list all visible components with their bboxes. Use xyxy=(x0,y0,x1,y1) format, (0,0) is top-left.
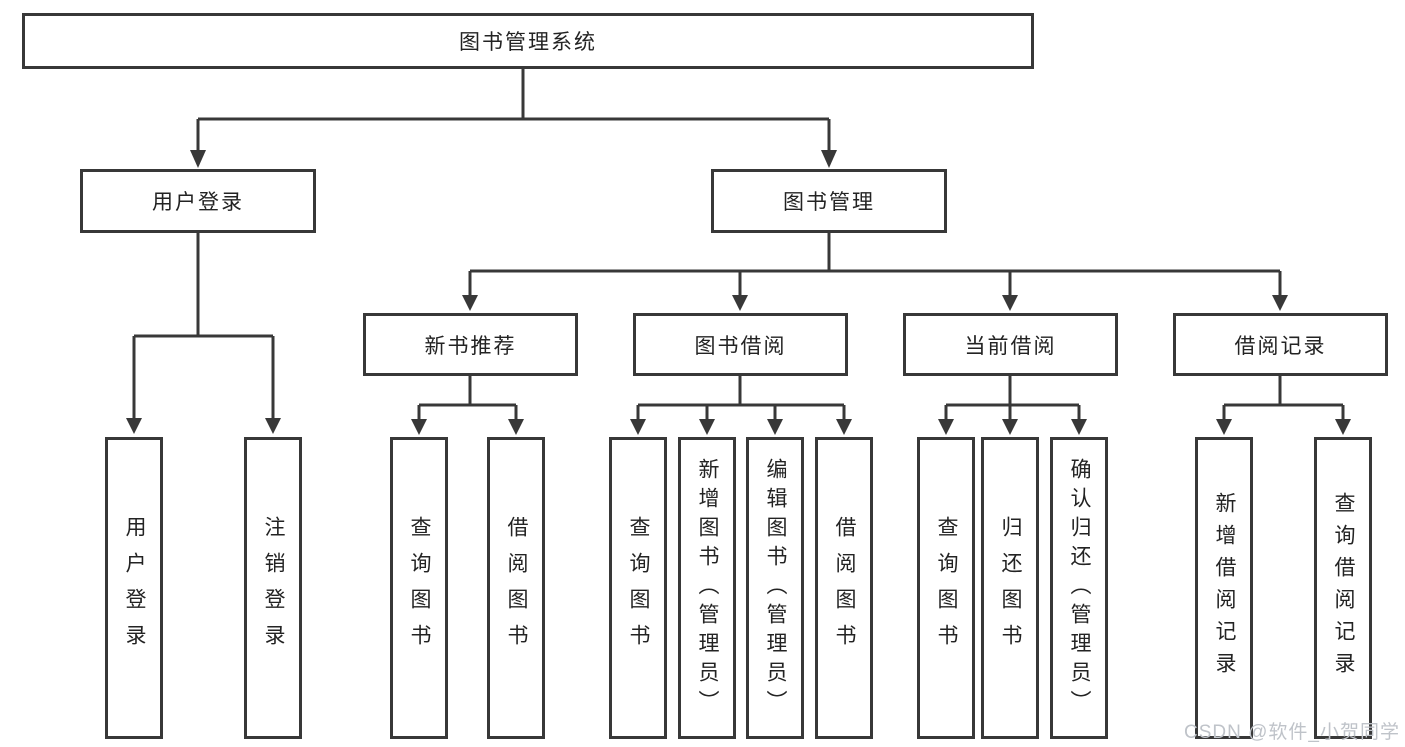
connector-book-management-to-level2 xyxy=(468,233,1282,297)
arrowhead xyxy=(630,419,646,435)
arrowhead xyxy=(1216,419,1232,435)
connector-current-borrow-group xyxy=(944,376,1081,421)
arrowhead xyxy=(1272,295,1288,311)
node-label: 借阅图书 xyxy=(833,516,856,660)
node-user-login-action: 用户登录 xyxy=(105,437,163,739)
connector-root-to-level1 xyxy=(196,69,831,153)
node-label: 归还图书 xyxy=(999,516,1022,660)
arrowhead xyxy=(1002,295,1018,311)
arrowhead xyxy=(508,419,524,435)
connector-borrow-records-group xyxy=(1222,376,1345,421)
arrowhead xyxy=(1071,419,1087,435)
arrowhead xyxy=(411,419,427,435)
node-label: 图书借阅 xyxy=(694,334,787,358)
node-query-borrow-record: 查询借阅记录 xyxy=(1314,437,1372,739)
connector-book-borrow-group xyxy=(636,376,846,421)
node-label: 查询图书 xyxy=(408,516,431,660)
node-label: 查询图书 xyxy=(935,516,958,660)
node-confirm-return-admin: 确认归还（管理员） xyxy=(1050,437,1108,739)
arrowhead xyxy=(1002,419,1018,435)
node-label: 编辑图书（管理员） xyxy=(764,457,787,719)
arrowhead xyxy=(821,150,837,168)
node-label: 用户登录 xyxy=(123,516,146,660)
node-label: 查询借阅记录 xyxy=(1332,492,1355,684)
node-label: 确认归还（管理员） xyxy=(1068,457,1091,719)
connector-user-login-group xyxy=(132,233,275,420)
node-current-borrow: 当前借阅 xyxy=(903,313,1118,376)
node-query-books-recommend: 查询图书 xyxy=(390,437,448,739)
node-label: 新书推荐 xyxy=(424,334,517,358)
arrowhead xyxy=(836,419,852,435)
node-borrow-books-recommend: 借阅图书 xyxy=(487,437,545,739)
node-label: 新增图书（管理员） xyxy=(696,457,719,719)
node-new-book-recommend: 新书推荐 xyxy=(363,313,578,376)
node-label: 注销登录 xyxy=(262,516,285,660)
node-label: 图书管理 xyxy=(783,191,875,214)
connector-new-book-recommend-group xyxy=(417,376,518,421)
arrowheads xyxy=(126,150,1351,435)
arrowhead xyxy=(699,419,715,435)
node-borrow-books-action: 借阅图书 xyxy=(815,437,873,739)
node-book-borrow: 图书借阅 xyxy=(633,313,848,376)
node-label: 当前借阅 xyxy=(964,334,1057,358)
arrowhead xyxy=(767,419,783,435)
arrowhead xyxy=(190,150,206,168)
node-user-login: 用户登录 xyxy=(80,169,316,233)
node-query-books-current: 查询图书 xyxy=(917,437,975,739)
arrowhead xyxy=(265,418,281,434)
node-label: 借阅记录 xyxy=(1234,334,1327,358)
node-library-management-system: 图书管理系统 xyxy=(22,13,1034,69)
node-label: 查询图书 xyxy=(627,516,650,660)
node-label: 图书管理系统 xyxy=(459,31,597,54)
node-logout-action: 注销登录 xyxy=(244,437,302,739)
node-borrow-records: 借阅记录 xyxy=(1173,313,1388,376)
node-add-borrow-record: 新增借阅记录 xyxy=(1195,437,1253,739)
arrowhead xyxy=(938,419,954,435)
node-label: 新增借阅记录 xyxy=(1213,492,1236,684)
node-label: 借阅图书 xyxy=(505,516,528,660)
arrowhead xyxy=(732,295,748,311)
arrowhead xyxy=(1335,419,1351,435)
node-add-books-admin: 新增图书（管理员） xyxy=(678,437,736,739)
node-label: 用户登录 xyxy=(152,191,244,214)
arrowhead xyxy=(126,418,142,434)
node-return-books: 归还图书 xyxy=(981,437,1039,739)
node-book-management: 图书管理 xyxy=(711,169,947,233)
node-edit-books-admin: 编辑图书（管理员） xyxy=(746,437,804,739)
watermark: CSDN @软件_小贺同学 xyxy=(1184,722,1400,743)
arrowhead xyxy=(462,295,478,311)
node-query-books-borrow: 查询图书 xyxy=(609,437,667,739)
